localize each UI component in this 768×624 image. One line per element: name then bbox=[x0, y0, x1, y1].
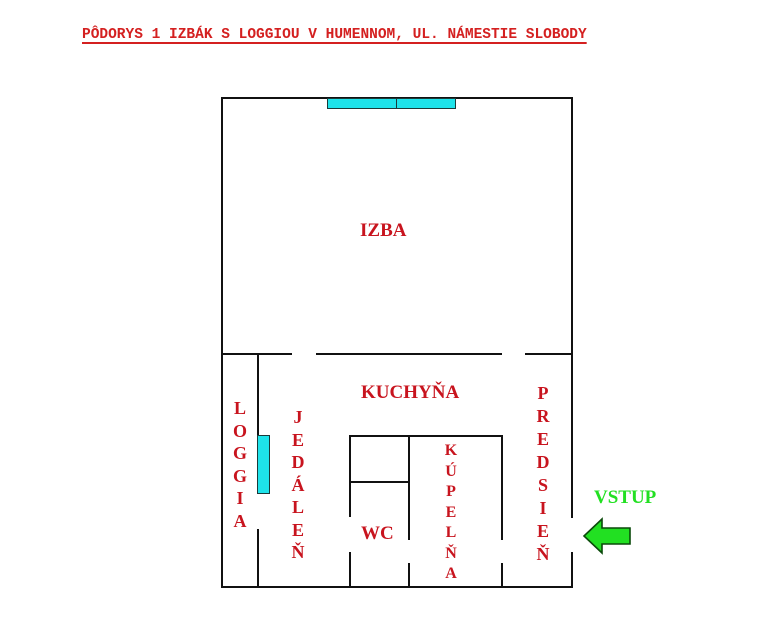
wall-wc-right-lower bbox=[408, 563, 410, 587]
room-label-izba: IZBA bbox=[360, 220, 407, 241]
wall-wc-right-upper bbox=[408, 435, 410, 540]
window-top-right bbox=[396, 98, 456, 109]
room-label-kuchyna: KUCHYŇA bbox=[361, 382, 460, 403]
room-label-kupelna: K Ú P E L Ň A bbox=[444, 442, 458, 582]
room-label-jedalen: J E D Á L E Ň bbox=[291, 407, 305, 562]
plan-title: PÔDORYS 1 IZBÁK S LOGGIOU V HUMENNOM, UL… bbox=[82, 27, 587, 43]
wall-left bbox=[221, 97, 223, 588]
arrow-left-icon bbox=[582, 517, 631, 555]
entrance-label: VSTUP bbox=[594, 487, 657, 508]
wall-right-upper bbox=[571, 97, 573, 518]
window-loggia bbox=[257, 435, 270, 494]
wall-bath-right-lower bbox=[501, 563, 503, 587]
wall-bath-right-upper bbox=[501, 435, 503, 540]
wall-wc-left-upper bbox=[349, 435, 351, 517]
wall-bath-top bbox=[350, 435, 503, 437]
window-top-left bbox=[327, 98, 398, 109]
wall-loggia-lower bbox=[257, 529, 259, 587]
wall-mid-2 bbox=[316, 353, 502, 355]
wall-bottom bbox=[221, 586, 573, 588]
wall-mid-3 bbox=[525, 353, 572, 355]
wall-loggia-upper bbox=[257, 353, 259, 493]
room-label-wc: WC bbox=[361, 523, 394, 544]
wall-wc-left-lower bbox=[349, 552, 351, 587]
wall-right-lower bbox=[571, 552, 573, 588]
room-label-loggia: L O G G I A bbox=[232, 398, 247, 531]
wall-wc-inner bbox=[350, 481, 409, 483]
room-label-predsien: P R E D S I E Ň bbox=[536, 383, 550, 564]
